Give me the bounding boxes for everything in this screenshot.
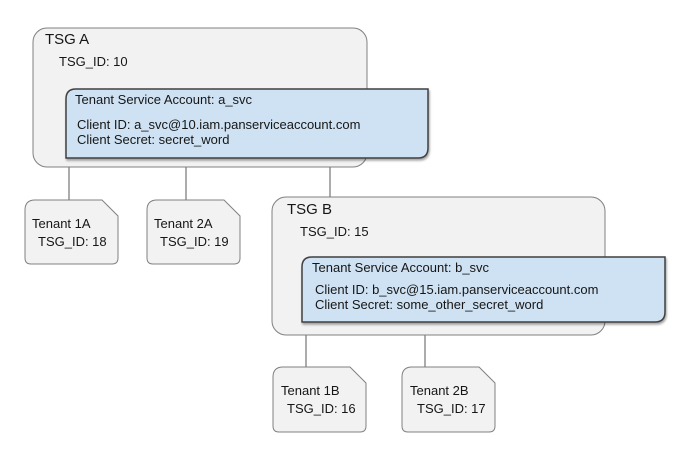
tsg-b-service-account-title: Tenant Service Account: b_svc bbox=[312, 260, 490, 275]
tsg-a-client-secret: Client Secret: secret_word bbox=[77, 132, 230, 147]
tsg-a-service-account-title: Tenant Service Account: a_svc bbox=[75, 92, 253, 107]
tsg-b-service-account-card bbox=[301, 256, 666, 323]
tsg-b-client-id: Client ID: b_svc@15.iam.panserviceaccoun… bbox=[315, 282, 599, 297]
tenant-1b-box bbox=[272, 366, 367, 433]
tsg-b-client-secret: Client Secret: some_other_secret_word bbox=[315, 297, 544, 312]
tenant-2a-box bbox=[146, 199, 241, 265]
tenant-2a-id-label: TSG_ID: 19 bbox=[160, 234, 229, 249]
tenant-2a-title: Tenant 2A bbox=[154, 216, 213, 231]
tsg-a-client-id: Client ID: a_svc@10.iam.panserviceaccoun… bbox=[77, 117, 361, 132]
tsg-a-id-label: TSG_ID: 10 bbox=[59, 54, 128, 69]
tenant-2b-title: Tenant 2B bbox=[410, 383, 469, 398]
tsg-a-title: TSG A bbox=[45, 31, 90, 48]
tenant-1b-id-label: TSG_ID: 16 bbox=[287, 401, 356, 416]
tenant-1b-title: Tenant 1B bbox=[281, 383, 340, 398]
tsg-a-service-account-card bbox=[65, 88, 429, 159]
tenant-2b-id-label: TSG_ID: 17 bbox=[417, 401, 486, 416]
tsg-b-title: TSG B bbox=[287, 201, 333, 218]
tsg-b-id-label: TSG_ID: 15 bbox=[300, 224, 369, 239]
tenant-2b-box bbox=[401, 366, 496, 433]
tenant-1a-box bbox=[24, 199, 119, 265]
tenant-1a-title: Tenant 1A bbox=[32, 216, 91, 231]
tenant-1a-id-label: TSG_ID: 18 bbox=[38, 234, 107, 249]
